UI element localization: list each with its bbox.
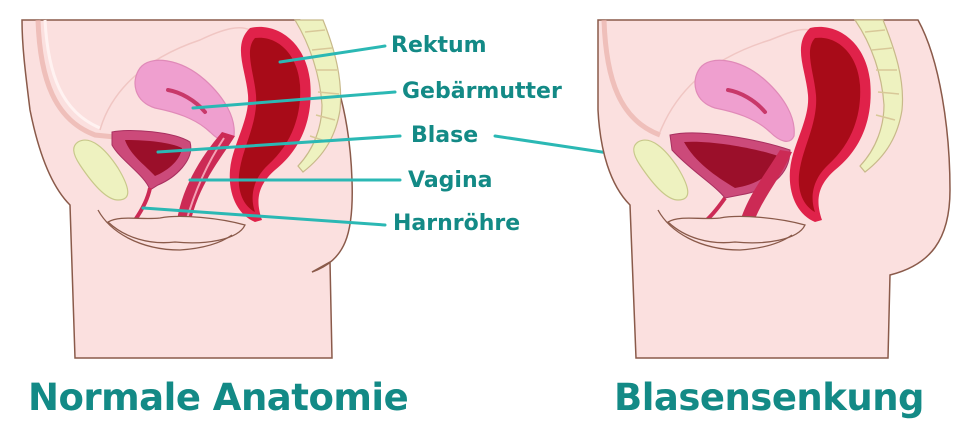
vagina-right <box>738 150 792 230</box>
pubic-bone <box>73 139 129 201</box>
spine-right <box>853 19 904 173</box>
caption-bladder-prolapse: Blasensenkung <box>614 376 925 419</box>
label-rektum: Rektum <box>391 33 487 58</box>
label-blase: Blase <box>411 123 479 148</box>
label-vagina: Vagina <box>408 168 493 193</box>
label-gebaermutter: Gebärmutter <box>402 79 562 104</box>
spine <box>293 19 342 173</box>
prolapse-figure <box>597 19 951 359</box>
leader-lines <box>141 44 402 227</box>
label-harnroehre: Harnröhre <box>393 211 521 236</box>
uterus-right <box>694 59 795 142</box>
urethra <box>133 187 152 222</box>
caption-normal-anatomy: Normale Anatomie <box>28 376 409 419</box>
normal-anatomy-figure <box>21 19 354 359</box>
pubic-bone-right <box>633 139 689 201</box>
